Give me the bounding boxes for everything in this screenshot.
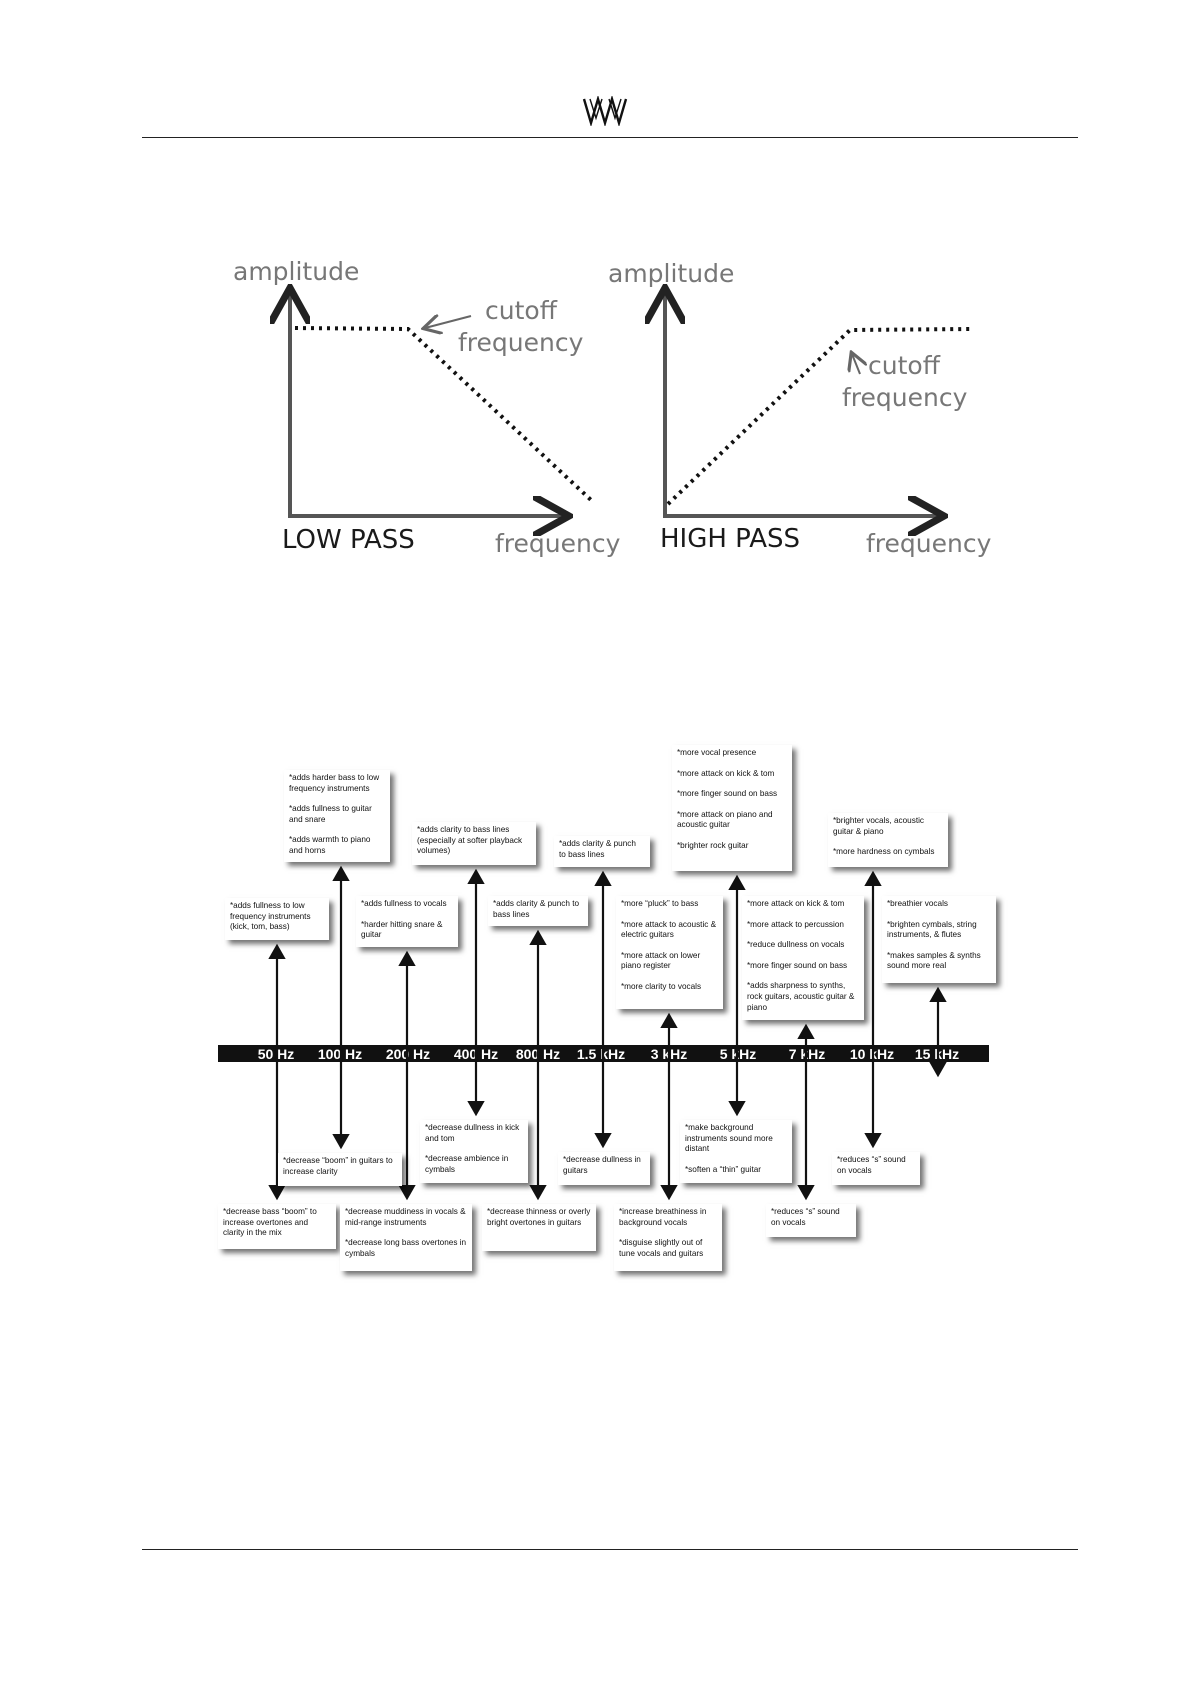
eq-note-below: *decrease dullness in kick and tom *decre… xyxy=(420,1120,528,1183)
eq-note-above: *adds clarity & punch to bass lines xyxy=(554,836,650,867)
lp-annotation-line1: cutoff xyxy=(485,296,558,325)
eq-note-above: *adds clarity & punch to bass lines xyxy=(488,896,588,926)
eq-note-line: *brighter vocals, acoustic guitar & pian… xyxy=(833,816,925,836)
hp-cutoff-pointer xyxy=(852,354,860,375)
eq-note-line: *adds fullness to guitar and snare xyxy=(289,804,372,824)
eq-note-below: *increase breathiness in background voca… xyxy=(614,1204,722,1271)
eq-note-line: *reduce dullness on vocals xyxy=(747,940,845,950)
eq-note-line: *more attack to acoustic & electric guit… xyxy=(621,919,717,940)
eq-note-line: *adds sharpness to synths, rock guitars,… xyxy=(747,981,855,1012)
eq-note-above: *adds harder bass to low frequency instr… xyxy=(284,770,390,862)
eq-note-line: *more attack on lower piano register xyxy=(621,950,701,971)
eq-note-line: *increase breathiness in background voca… xyxy=(619,1207,707,1227)
eq-note-below: *decrease bass “boom” to increase overto… xyxy=(218,1204,336,1249)
eq-note-above: *adds fullness to vocals *harder hitting … xyxy=(356,896,458,947)
eq-note-line: *makes samples & synths sound more real xyxy=(887,950,981,971)
eq-note-above: *adds fullness to low frequency instrume… xyxy=(225,898,329,940)
eq-note-above: *more attack on kick & tom *more attack t… xyxy=(742,896,864,1020)
header-rule xyxy=(142,137,1078,138)
eq-note-below: *make background instruments sound more … xyxy=(680,1120,792,1183)
eq-note-below: *reduces “s” sound on vocals xyxy=(832,1152,920,1185)
eq-note-line: *decrease ambience in cymbals xyxy=(425,1154,509,1174)
eq-note-below: *decrease “boom” in guitars to increase … xyxy=(278,1153,402,1186)
eq-note-below: *decrease muddiness in vocals & mid-rang… xyxy=(340,1204,472,1271)
logo-icon xyxy=(582,96,628,126)
eq-note-above: *breathier vocals *brighten cymbals, stri… xyxy=(882,896,996,983)
eq-note-line: *adds harder bass to low frequency instr… xyxy=(289,773,380,793)
eq-note-line: *more attack on kick & tom xyxy=(747,899,845,908)
eq-note-line: *reduces “s” sound on vocals xyxy=(771,1207,840,1227)
eq-note-above: *more “pluck” to bass *more attack to aco… xyxy=(616,896,723,1009)
eq-note-below: *decrease thinness or overly bright over… xyxy=(482,1204,596,1251)
eq-note-line: *adds clarity & punch to bass lines xyxy=(493,899,580,919)
lp-cutoff-pointer xyxy=(425,316,472,328)
eq-note-line: *make background instruments sound more … xyxy=(685,1123,773,1154)
eq-note-line: *reduces “s” sound on vocals xyxy=(837,1155,906,1175)
eq-note-line: *more finger sound on bass xyxy=(677,789,778,799)
eq-note-line: *decrease “boom” in guitars to increase … xyxy=(283,1156,393,1176)
eq-note-line: *adds fullness to vocals xyxy=(361,899,447,908)
eq-note-above: *brighter vocals, acoustic guitar & pian… xyxy=(828,813,948,867)
hp-annotation-line1: cutoff xyxy=(868,351,941,380)
lp-title: LOW PASS xyxy=(282,525,415,555)
low-pass-figure: amplitude cutoff frequency LOW PASS freq… xyxy=(233,257,621,558)
eq-note-line: *decrease thinness or overly bright over… xyxy=(487,1207,591,1227)
eq-note-line: *decrease dullness in kick and tom xyxy=(425,1123,520,1143)
footer-rule xyxy=(142,1549,1078,1550)
eq-note-line: *soften a “thin” guitar xyxy=(685,1164,762,1174)
eq-note-line: *more attack on piano and acoustic guita… xyxy=(677,809,773,830)
hp-title: HIGH PASS xyxy=(660,524,800,554)
eq-note-line: *more finger sound on bass xyxy=(747,960,848,970)
eq-note-line: *decrease muddiness in vocals & mid-rang… xyxy=(345,1207,466,1227)
eq-note-line: *adds clarity to bass lines (especially … xyxy=(417,825,523,856)
eq-note-line: *more hardness on cymbals xyxy=(833,847,935,857)
lp-x-label: frequency xyxy=(495,529,621,558)
eq-note-line: *adds warmth to piano and horns xyxy=(289,835,371,855)
eq-note-line: *more attack to percussion xyxy=(747,919,844,929)
eq-note-line: *adds clarity & punch to bass lines xyxy=(559,839,636,859)
eq-note-line: *decrease dullness in guitars xyxy=(563,1155,641,1175)
eq-note-line: *decrease bass “boom” to increase overto… xyxy=(223,1207,317,1238)
eq-note-line: *brighter rock guitar xyxy=(677,840,749,850)
eq-note-line: *decrease long bass overtones in cymbals xyxy=(345,1238,467,1258)
lp-annotation-line2: frequency xyxy=(458,328,584,357)
band-label: 1.5 kHz xyxy=(577,1046,625,1062)
eq-note-line: *more clarity to vocals xyxy=(621,981,702,991)
eq-note-below: *reduces “s” sound on vocals xyxy=(766,1204,856,1237)
eq-note-line: *more vocal presence xyxy=(677,748,757,757)
eq-note-line: *adds fullness to low frequency instrume… xyxy=(230,901,311,932)
eq-note-line: *more “pluck” to bass xyxy=(621,899,699,908)
eq-note-line: *disguise slightly out of tune vocals an… xyxy=(619,1238,704,1258)
hp-y-label: amplitude xyxy=(608,259,734,288)
eq-note-above: *adds clarity to bass lines (especially … xyxy=(412,822,536,865)
eq-note-line: *harder hitting snare & guitar xyxy=(361,919,443,940)
lp-response-curve xyxy=(294,326,593,502)
lp-y-label: amplitude xyxy=(233,257,359,286)
eq-note-below: *decrease dullness in guitars xyxy=(558,1152,650,1185)
high-pass-figure: amplitude cutoff frequency HIGH PASS fre… xyxy=(608,259,992,558)
eq-note-above: *more vocal presence *more attack on kick… xyxy=(672,745,792,871)
hp-x-label: frequency xyxy=(866,529,992,558)
eq-note-line: *brighten cymbals, string instruments, &… xyxy=(887,919,977,940)
eq-note-line: *more attack on kick & tom xyxy=(677,768,775,778)
eq-note-line: *breathier vocals xyxy=(887,899,948,908)
hp-annotation-line2: frequency xyxy=(842,383,968,412)
